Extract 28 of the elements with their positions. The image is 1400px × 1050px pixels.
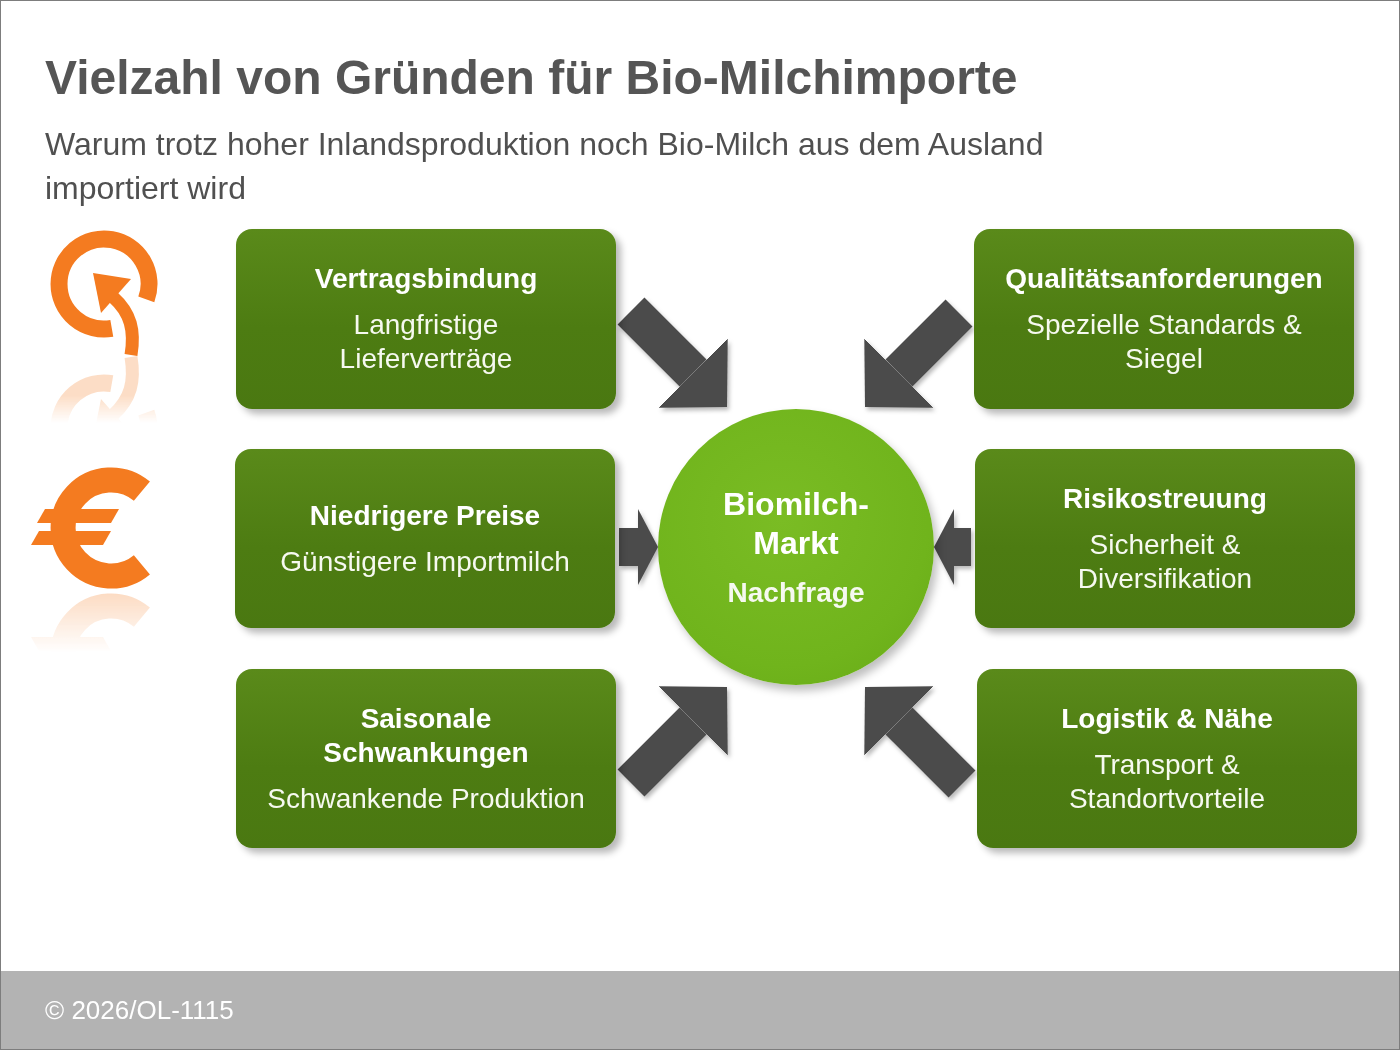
card-title: Logistik & Nähe: [1061, 701, 1273, 736]
title: Vielzahl von Gründen für Bio-Milchimporte: [45, 50, 1018, 106]
arrow: [619, 509, 658, 585]
arrow: [934, 509, 971, 585]
factor-card: [236, 669, 616, 848]
arrow: [617, 686, 728, 797]
card-description: Spezielle Standards & Siegel: [1025, 308, 1303, 376]
factor-card: [977, 669, 1357, 848]
card-title: Risikostreuung: [1063, 481, 1267, 516]
card-description: Langfristige Lieferverträge: [338, 308, 514, 376]
card-description: Günstigere Importmilch: [280, 544, 570, 579]
factor-card: [974, 229, 1354, 409]
factor-card: [235, 449, 615, 628]
card-title: Qualitätsanforderungen: [1005, 262, 1323, 296]
card-title: Saisonale Schwankungen: [322, 701, 530, 770]
card-description: Schwankende Produktion: [267, 781, 585, 816]
card-description: Sicherheit & Diversifikation: [1076, 527, 1254, 596]
factor-card: [236, 229, 616, 409]
subtitle: Warum trotz hoher Inlandsproduktion noch Bio-Milch aus dem Ausland importiert wird: [45, 125, 1045, 208]
arrow: [864, 299, 973, 408]
circle-subtitle: Nachfrage: [727, 575, 865, 610]
factor-card: [975, 449, 1355, 628]
card-description: Transport & Standortvorteile: [1067, 747, 1267, 816]
circle-title: Biomilch- Markt: [722, 484, 870, 563]
arrow: [617, 297, 728, 408]
card-title: Niedrigere Preise: [309, 498, 541, 533]
card-title: Vertragsbindung: [314, 262, 538, 296]
copyright-text: © 2026/OL-1115: [45, 994, 234, 1026]
